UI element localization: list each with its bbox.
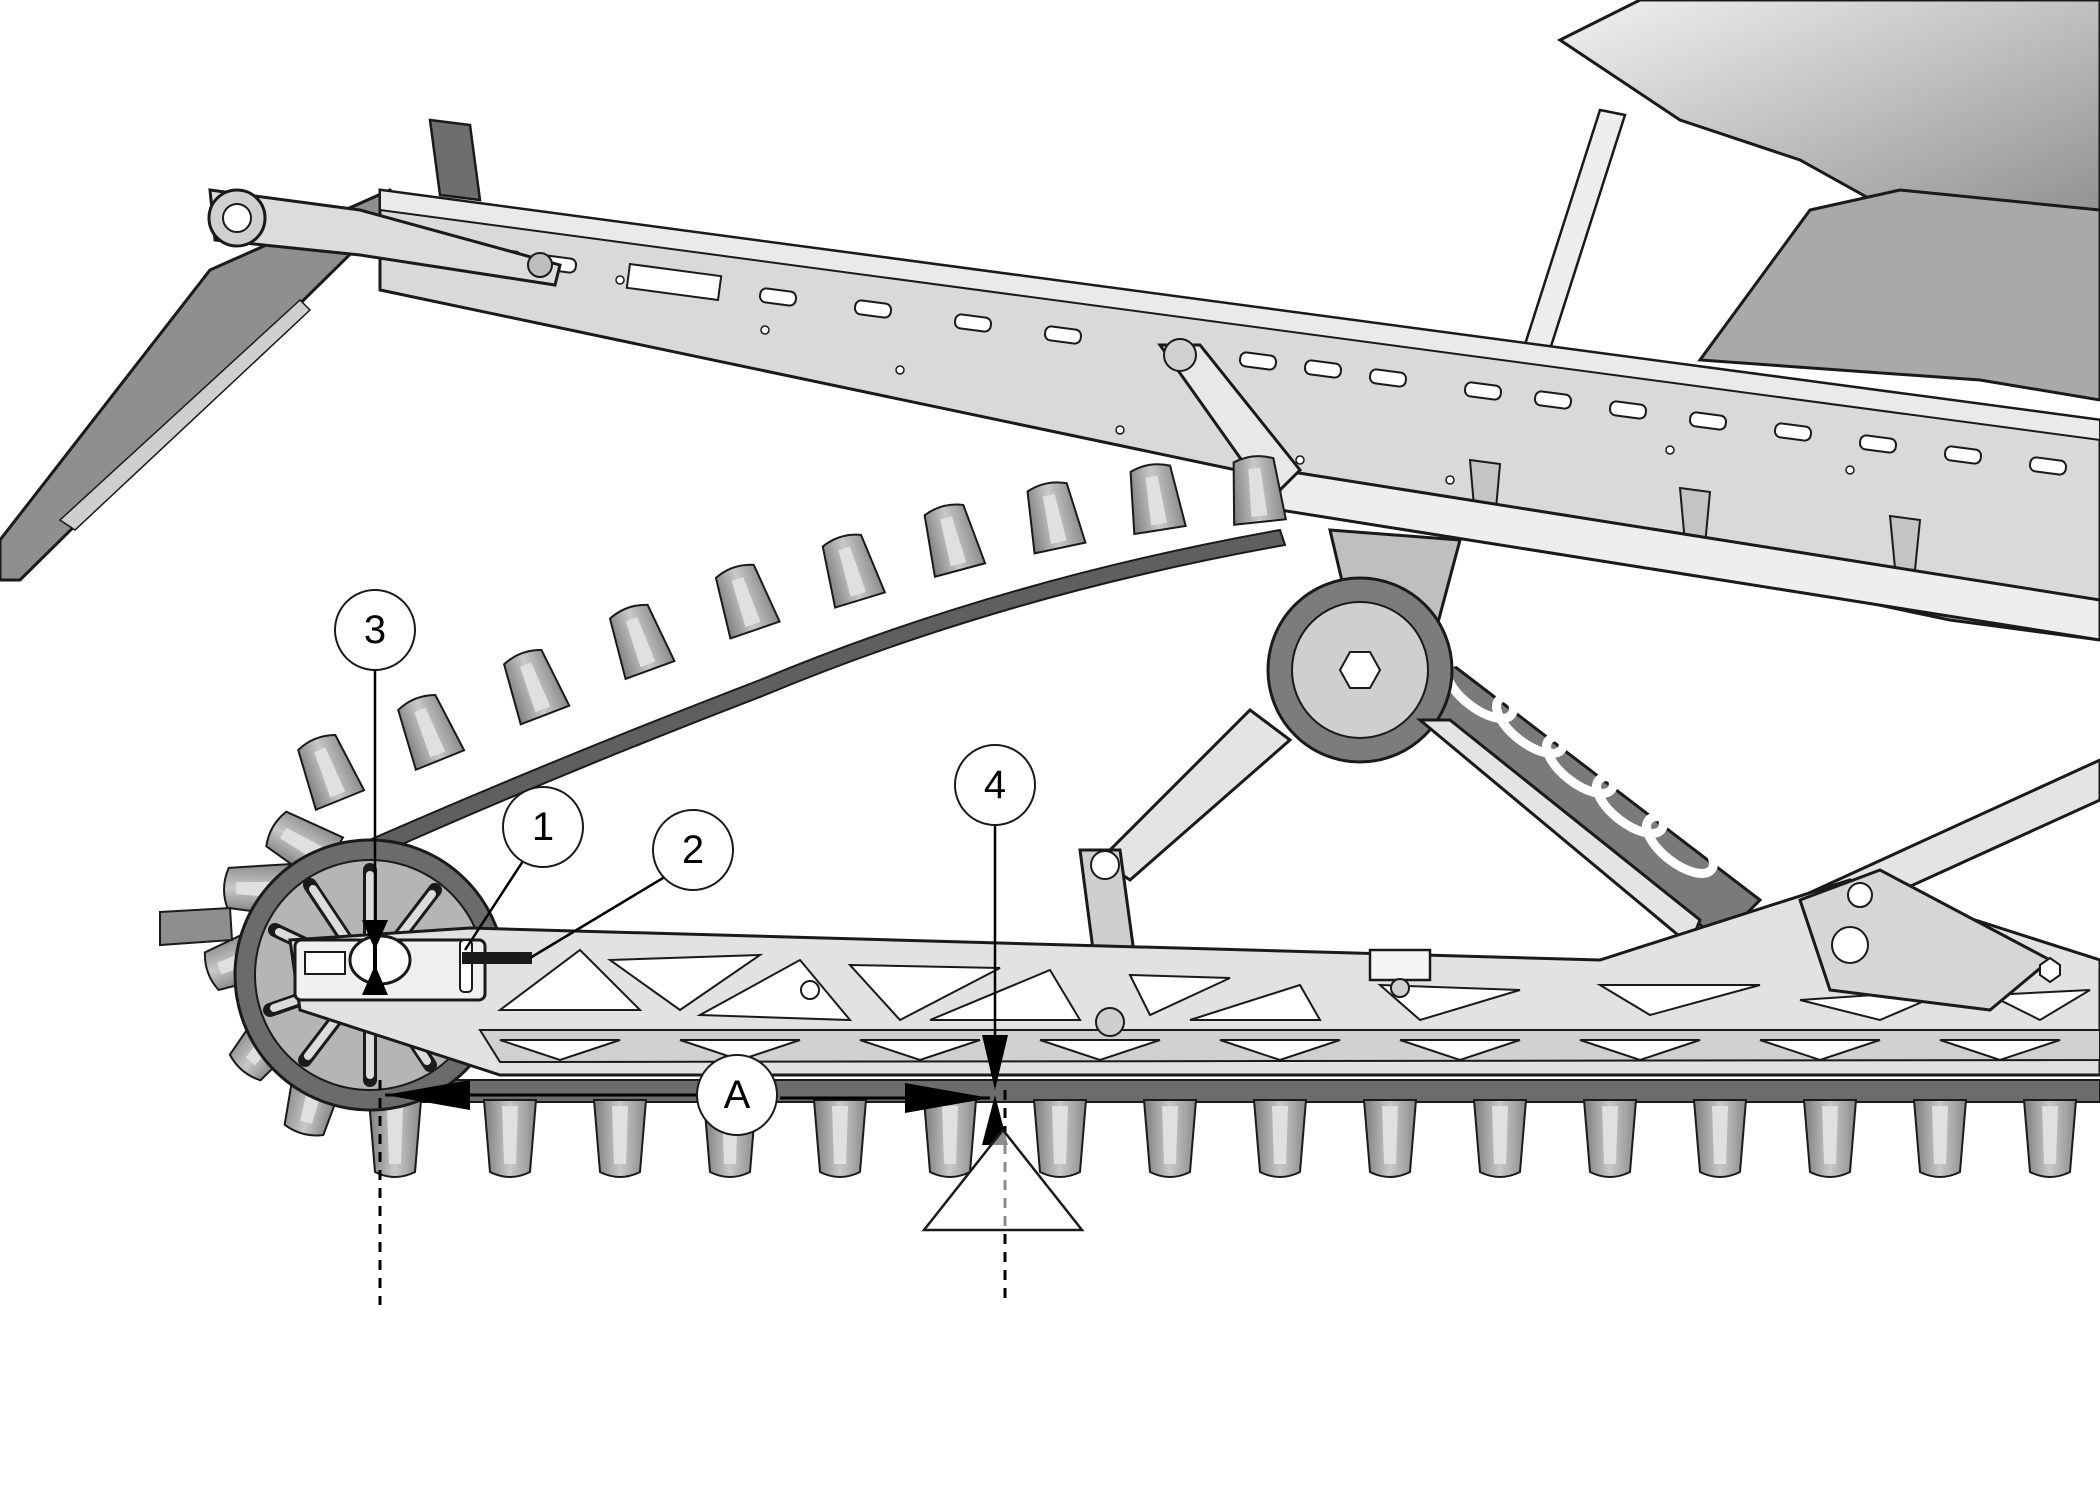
dimension-a-label: A [724, 1073, 751, 1117]
callout-a: A [696, 1054, 778, 1136]
rear-idler-arm [207, 188, 562, 287]
upper-idler-wheel [1266, 528, 1462, 764]
upper-track [278, 452, 1287, 897]
reference-marker-3 [362, 920, 388, 995]
callout-2: 2 [652, 809, 734, 891]
callout-1-label: 1 [532, 805, 554, 849]
callout-1: 1 [502, 786, 584, 868]
dimension-a [385, 1080, 990, 1113]
callout-3: 3 [334, 589, 416, 671]
callout-2-label: 2 [682, 828, 704, 872]
callout-leaders [373, 658, 997, 1050]
callout-4: 4 [954, 744, 1036, 826]
seat-body [1518, 0, 2100, 402]
callout-3-label: 3 [364, 608, 386, 652]
ground-triangle [921, 1127, 1085, 1232]
callout-4-label: 4 [984, 763, 1006, 807]
dashed-reference-lines [378, 1080, 1007, 1305]
slide-rail [288, 868, 2100, 1077]
